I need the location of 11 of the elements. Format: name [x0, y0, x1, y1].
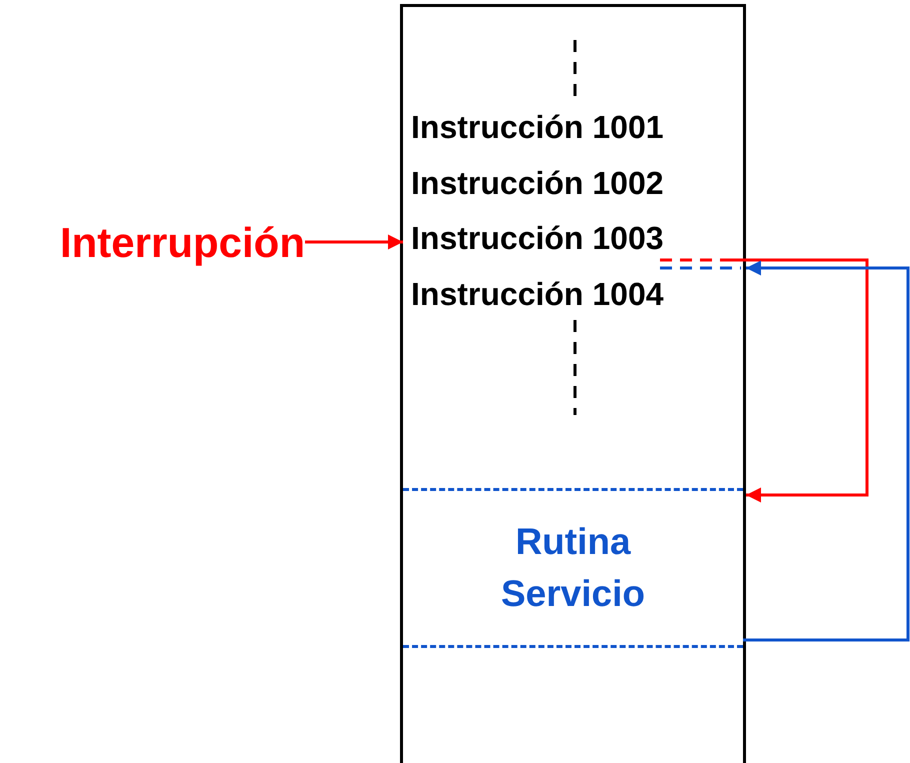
instruction-text: Instrucción 1003	[411, 220, 664, 257]
memory-column	[400, 4, 746, 763]
routine-band	[403, 488, 743, 648]
arrow	[305, 234, 403, 250]
instruction-text: Instrucción 1004	[411, 276, 664, 312]
arrow	[743, 260, 910, 642]
instruction-text: Instrucción 1001	[411, 109, 664, 146]
instruction-text: Instrucción 1002	[411, 164, 664, 202]
arrow	[728, 258, 868, 502]
routine-label: Rutina Servicio	[500, 520, 646, 616]
interrupt-label: Interrupción	[60, 218, 305, 266]
